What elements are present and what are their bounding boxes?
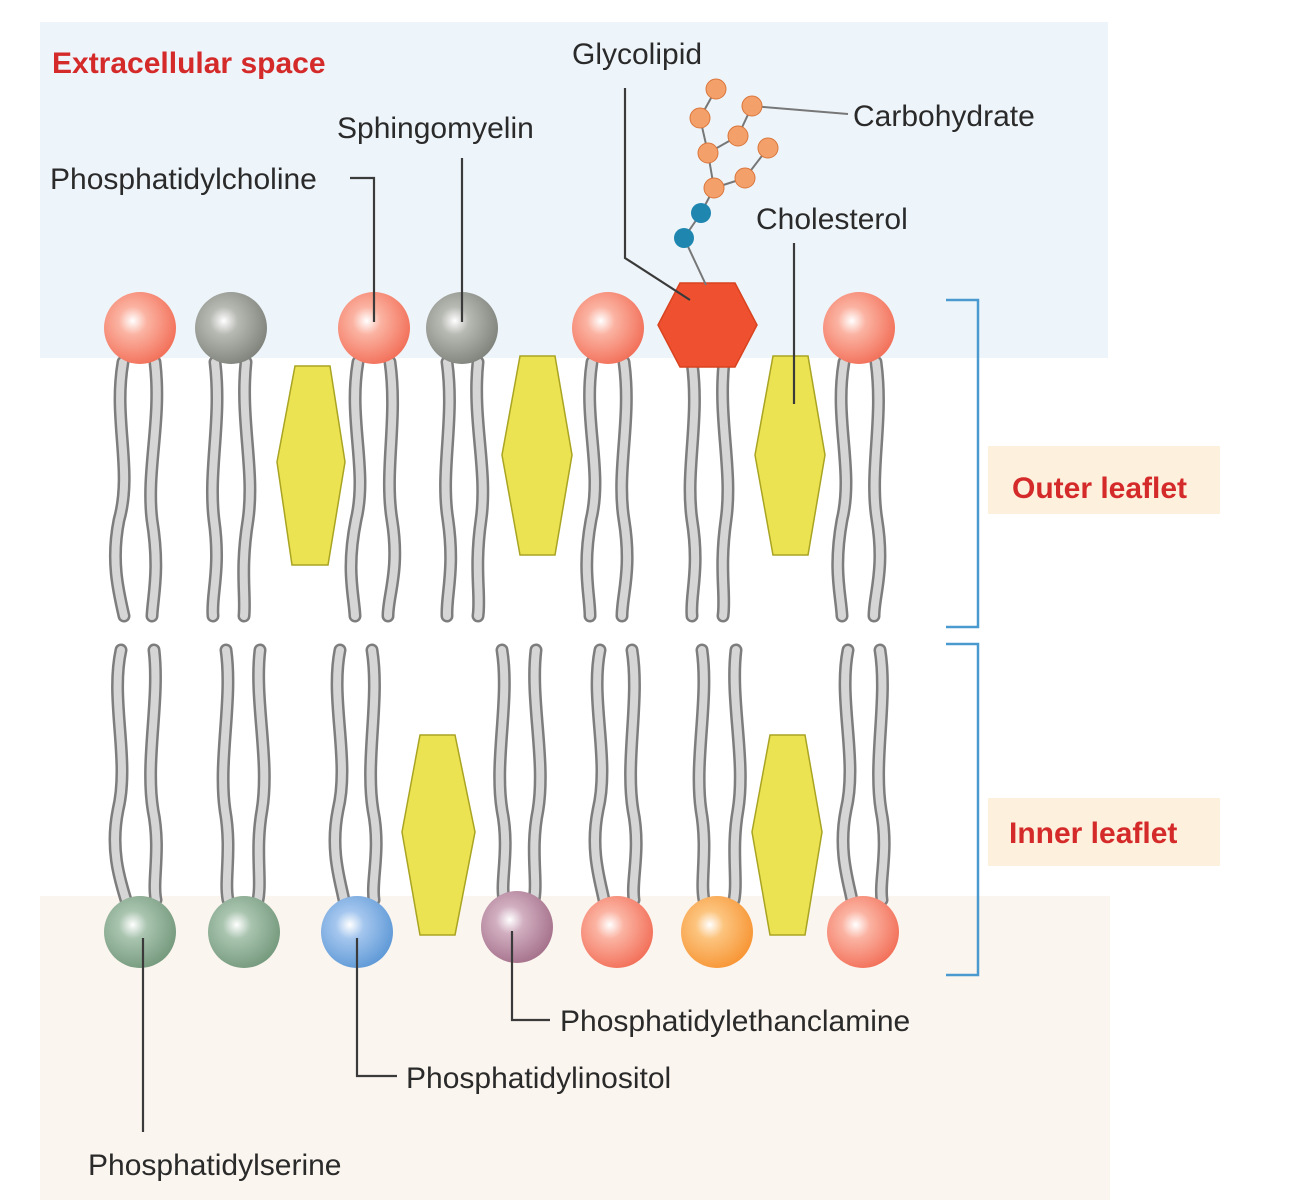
leader-lines [141, 88, 796, 1132]
carbohydrate-residue [705, 78, 727, 100]
cholesterol-molecule [401, 734, 476, 936]
carbohydrate-label: Carbohydrate [853, 100, 1035, 133]
phosphatidylcholine-head [572, 292, 644, 364]
outer-leaflet-bracket [946, 298, 980, 629]
phosphatidylethanolamine-head [481, 891, 553, 963]
extracellular-space-label: Extracellular space [52, 47, 326, 80]
inner-leaflet-label-bg [988, 798, 1220, 866]
outer-leaflet-tails [108, 355, 887, 623]
carbohydrate-residue [741, 95, 763, 117]
sphingomyelin-label: Sphingomyelin [337, 112, 534, 145]
phosphatidylinositol-label: Phosphatidylinositol [406, 1062, 671, 1095]
glycolipid-head [657, 282, 758, 368]
carbohydrate-residue [757, 137, 779, 159]
inner-leaflet-label: Inner leaflet [1009, 817, 1177, 850]
outer-leaflet-label-bg [988, 446, 1220, 514]
phosphatidylinositol-head [321, 896, 393, 968]
phosphatidylcholine-head [827, 896, 899, 968]
glycolipid-label: Glycolipid [572, 38, 702, 71]
inner-leaflet-bracket [946, 642, 980, 977]
phosphatidylcholine-label: Phosphatidylcholine [50, 163, 317, 196]
phosphatidylcholine-head [581, 896, 653, 968]
outer-leaflet-heads [104, 282, 895, 368]
phosphatidylserine-label: Phosphatidylserine [88, 1149, 342, 1182]
sphingomyelin-head [195, 292, 267, 364]
carbohydrate-residue [703, 177, 725, 199]
cholesterol-molecule [754, 355, 826, 556]
cholesterol-molecule [276, 365, 346, 566]
carbohydrate-chain [674, 78, 849, 286]
phosphatidylserine-head [104, 896, 176, 968]
carbohydrate-residue [689, 107, 711, 129]
outer-leaflet-label: Outer leaflet [1012, 472, 1187, 505]
carbohydrate-residue [674, 228, 694, 248]
phosphatidylcholine-head [338, 292, 410, 364]
cholesterol-molecule [751, 734, 823, 936]
carbohydrate-residue [697, 142, 719, 164]
inner-leaflet-heads [104, 891, 899, 968]
phosphatidylcholine-head [104, 292, 176, 364]
carbohydrate-residue [691, 203, 711, 223]
cholesterol-molecule [501, 355, 573, 556]
phosphatidylcholine-head [823, 292, 895, 364]
carbohydrate-residue [727, 125, 749, 147]
sphingomyelin-head [426, 292, 498, 364]
cholesterol-label: Cholesterol [756, 203, 908, 236]
lipid-head-orange [681, 896, 753, 968]
phosphatidylserine-head [208, 896, 280, 968]
inner-leaflet-tails [108, 643, 891, 907]
phosphatidylethanolamine-label: Phosphatidylethanclamine [560, 1005, 910, 1038]
carbohydrate-residue [734, 167, 756, 189]
